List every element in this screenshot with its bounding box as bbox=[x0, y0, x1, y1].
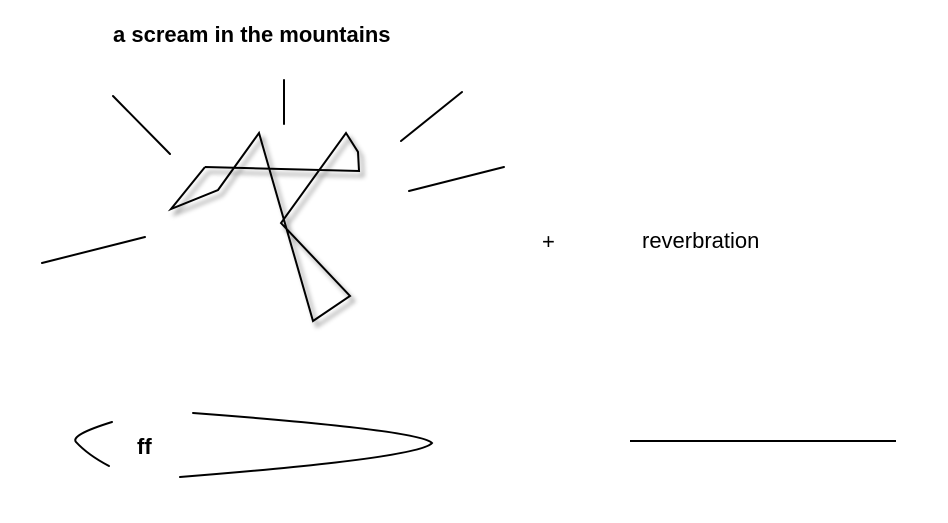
scream-line-upper-left bbox=[112, 95, 171, 155]
diagram-title: a scream in the mountains bbox=[113, 22, 391, 47]
effect-label: reverbration bbox=[642, 228, 760, 253]
scream-line-right bbox=[408, 166, 505, 192]
decrescendo-hairpin bbox=[179, 412, 434, 478]
dynamic-marking: ff bbox=[137, 434, 152, 459]
bracket-mark bbox=[74, 421, 113, 467]
scream-line-left bbox=[41, 236, 146, 264]
scream-figure bbox=[167, 130, 361, 323]
plus-operator: + bbox=[542, 229, 555, 254]
scream-line-upper-right bbox=[400, 91, 463, 142]
radiating-lines bbox=[41, 79, 505, 264]
